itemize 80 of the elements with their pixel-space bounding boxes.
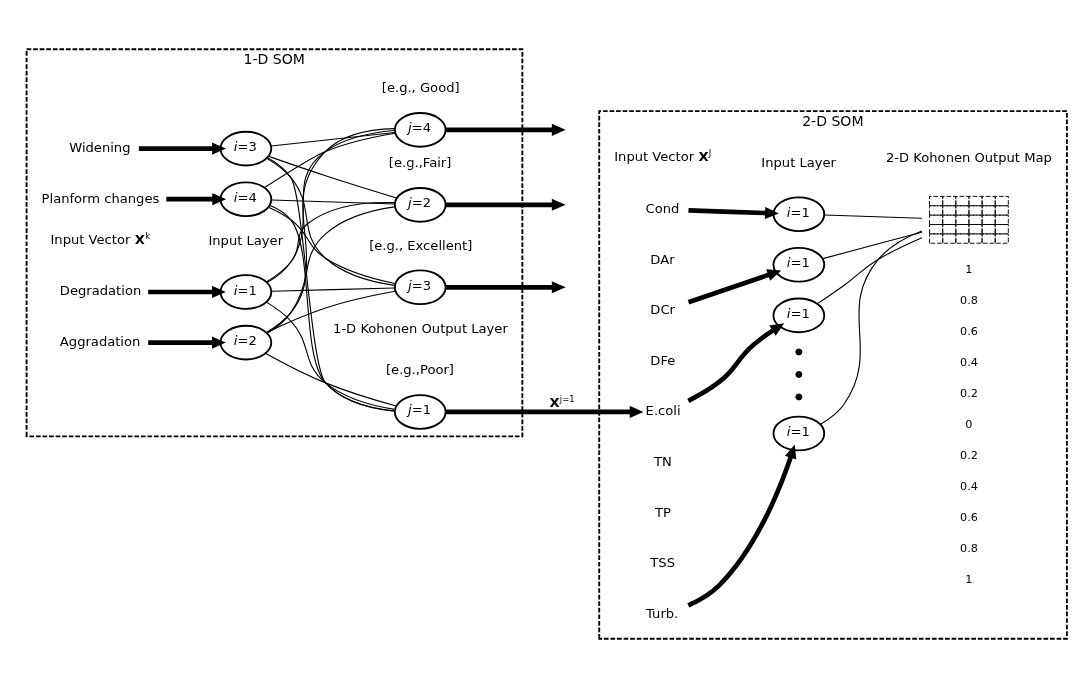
node-ellipse: j=1 — [393, 394, 447, 430]
arrow — [445, 281, 566, 294]
label: Input Vector X$^{k}$ — [50, 230, 151, 247]
node-ellipse: i=1 — [772, 415, 826, 452]
node-text: DCr — [650, 302, 675, 318]
connector — [264, 132, 396, 189]
label: 2-D Kohonen Output Map — [886, 150, 1052, 166]
node-ellipse: i=3 — [219, 130, 273, 167]
connector — [266, 128, 396, 334]
connector — [265, 352, 397, 407]
node-ellipse: i=1 — [772, 196, 826, 232]
label: 0.8 — [960, 541, 978, 555]
label: Input Layer — [208, 232, 284, 248]
node-label: [e.g., Good] — [381, 80, 460, 96]
connector — [271, 287, 396, 292]
node-ellipse: j=3 — [393, 269, 447, 306]
connector — [267, 157, 395, 412]
arrow — [446, 405, 644, 418]
label: Input Layer — [761, 155, 837, 171]
connector — [271, 199, 396, 205]
arrow — [687, 444, 797, 608]
node-ellipse: j=2 — [393, 187, 447, 223]
arrow — [687, 269, 782, 305]
node-text: DAr — [650, 251, 675, 267]
label: 0.4 — [960, 356, 978, 370]
node-text: Turb. — [646, 605, 679, 621]
node-text: Degradation — [59, 283, 142, 299]
arrow — [138, 142, 226, 155]
connector — [266, 301, 396, 410]
arrow — [687, 323, 785, 403]
connector — [269, 204, 396, 412]
connector — [266, 129, 396, 283]
label: 0.2 — [960, 387, 978, 401]
arrow — [166, 193, 227, 206]
node-circle — [795, 393, 803, 401]
node-text: Cond — [645, 200, 680, 216]
connector — [270, 131, 396, 147]
node-ellipse: i=4 — [219, 181, 273, 217]
label: 1-D Kohonen Output Layer — [333, 320, 508, 336]
node-text: E.coli — [645, 403, 681, 419]
connector — [824, 214, 923, 219]
label: 0.2 — [960, 448, 978, 462]
connector — [266, 206, 396, 333]
connector — [822, 231, 923, 260]
label: 0 — [965, 417, 973, 431]
node-ellipse: i=1 — [772, 297, 826, 334]
node-ellipse: j=4 — [393, 112, 447, 148]
arrow — [445, 198, 566, 211]
label: 1 — [965, 572, 973, 586]
connector — [266, 158, 396, 286]
node-text: Aggradation — [59, 334, 141, 350]
node-label: [e.g., Excellent] — [369, 237, 473, 253]
label: 0.6 — [960, 325, 978, 339]
node-circle — [795, 370, 803, 378]
label: 0.4 — [960, 479, 978, 493]
node-text: TP — [654, 504, 671, 520]
node-ellipse: i=2 — [219, 324, 273, 361]
node-label: [e.g.,Fair] — [388, 155, 452, 171]
node-ellipse: i=1 — [219, 274, 273, 310]
node-circle — [795, 348, 803, 356]
arrow — [688, 207, 779, 220]
label: 0.6 — [960, 510, 978, 524]
label: Input Vector X$^{J}$ — [614, 148, 712, 165]
edge-label: X$^{j=1}$ — [549, 394, 575, 411]
connector — [816, 237, 923, 305]
node-text: TN — [654, 454, 672, 470]
label: 0.8 — [960, 294, 978, 308]
label: 1 — [965, 263, 973, 277]
node-text: Widening — [69, 140, 131, 156]
connector — [268, 155, 398, 199]
node-label: [e.g.,Poor] — [386, 362, 455, 378]
node-text: Planform changes — [41, 190, 160, 206]
connector — [819, 230, 923, 425]
node-text: DFe — [650, 352, 676, 368]
node-ellipse: i=1 — [772, 247, 826, 283]
node-text: TSS — [650, 555, 675, 571]
arrow — [148, 285, 226, 299]
connector — [266, 290, 396, 334]
arrow — [445, 123, 566, 136]
arrow — [148, 336, 226, 349]
